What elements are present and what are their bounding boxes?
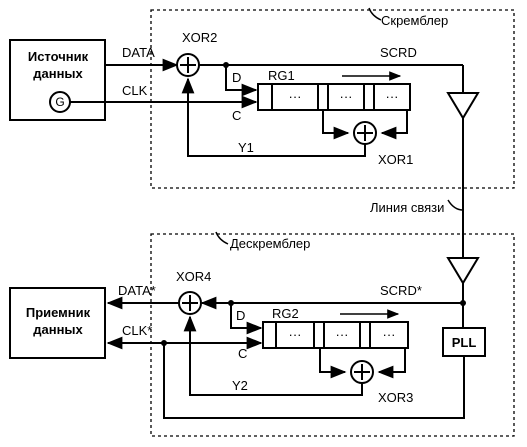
channel-label: Линия связи <box>370 200 444 215</box>
rg2-d-label: D <box>236 308 245 323</box>
rg2-cell-3: ··· <box>383 327 396 342</box>
rg1-label: RG1 <box>268 68 295 83</box>
receiver-label-line1: Приемник <box>26 305 91 320</box>
generator-label: G <box>55 95 64 109</box>
transmitter-symbol <box>446 92 480 120</box>
scrd-label: SCRD <box>380 45 417 60</box>
source-label-line1: Источник <box>28 49 89 64</box>
scrd-star-label: SCRD* <box>380 283 422 298</box>
source-box <box>9 39 106 121</box>
receiver-symbol <box>446 257 480 285</box>
rg2-c-label: C <box>238 346 247 361</box>
pll-label: PLL <box>452 335 477 350</box>
receiver-label-line2: данных <box>33 322 83 337</box>
y2-label: Y2 <box>232 378 248 393</box>
rg2-cell-1: ··· <box>289 327 302 342</box>
rg1-cell-3: ··· <box>386 89 399 104</box>
rg2-cell-2: ··· <box>336 327 349 342</box>
data-star-label: DATA* <box>118 283 156 298</box>
rg1-c-label: C <box>232 108 241 123</box>
descrambler-title: Дескремблер <box>230 236 310 251</box>
xor2-label: XOR2 <box>182 30 217 45</box>
source-label-line2: данных <box>33 66 83 81</box>
scrambler-boundary <box>150 9 515 189</box>
clk-star-label: CLK* <box>122 323 152 338</box>
rg1-register <box>257 83 411 111</box>
descrambler-boundary <box>150 233 515 437</box>
receiver-box <box>9 287 106 359</box>
rg2-label: RG2 <box>272 306 299 321</box>
data-label: DATA <box>122 45 155 60</box>
rg1-d-label: D <box>232 70 241 85</box>
rg1-cell-2: ··· <box>340 89 353 104</box>
xor4-label: XOR4 <box>176 269 211 284</box>
y1-label: Y1 <box>238 140 254 155</box>
clk-label: CLK <box>122 83 148 98</box>
xor1-label: XOR1 <box>378 152 413 167</box>
rg1-cell-1: ··· <box>289 89 302 104</box>
scrambler-title: Скремблер <box>381 13 448 28</box>
rg2-register <box>262 321 409 349</box>
xor3-label: XOR3 <box>378 390 413 405</box>
